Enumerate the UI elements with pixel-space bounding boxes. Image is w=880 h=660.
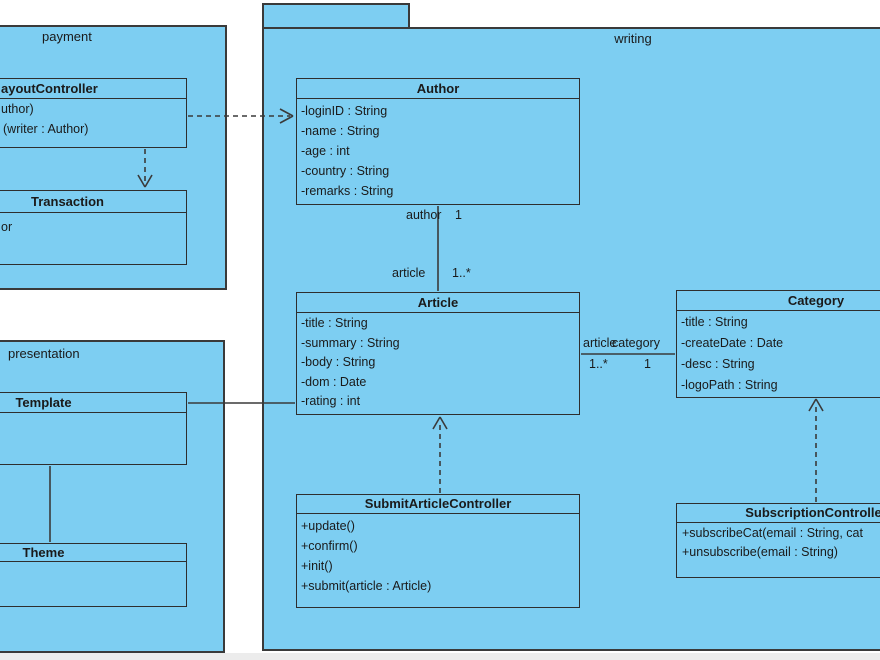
class-transaction[interactable]: Transaction or (0, 190, 187, 265)
class-payoutcontroller-member: (writer : Author) (3, 122, 89, 136)
class-category[interactable]: Category -title : String -createDate : D… (676, 290, 880, 398)
class-theme-title: Theme (0, 544, 186, 562)
class-submitarticlecontroller-title: SubmitArticleController (297, 495, 579, 514)
class-submitarticlecontroller-method: +submit(article : Article) (301, 579, 432, 593)
class-article[interactable]: Article -title : String -summary : Strin… (296, 292, 580, 415)
role-label-article-category-assoc-category: category (612, 336, 660, 350)
class-article-attribute: -rating : int (301, 394, 361, 408)
role-label-author: author (406, 208, 442, 222)
multiplicity-label-author: 1 (455, 208, 462, 222)
class-category-title: Category (677, 291, 880, 311)
class-subscriptioncontroller-title: SubscriptionController (677, 504, 880, 523)
class-author-attribute: -name : String (301, 124, 380, 138)
class-submitarticlecontroller[interactable]: SubmitArticleController +update() +confi… (296, 494, 580, 608)
class-template[interactable]: Template (0, 392, 187, 465)
package-presentation-label: presentation (8, 346, 80, 361)
role-label-article-category-assoc-article: article (583, 336, 617, 350)
class-category-attribute: -desc : String (681, 357, 755, 371)
class-payoutcontroller[interactable]: ayoutController uthor) (writer : Author) (0, 78, 187, 148)
class-category-attribute: -logoPath : String (681, 378, 778, 392)
class-category-attribute: -title : String (681, 315, 748, 329)
multiplicity-label-article: 1..* (452, 266, 471, 280)
class-submitarticlecontroller-method: +init() (301, 559, 333, 573)
package-payment-label: payment (42, 29, 92, 44)
class-theme[interactable]: Theme (0, 543, 187, 607)
class-author-attribute: -loginID : String (301, 104, 388, 118)
class-payoutcontroller-member: uthor) (1, 102, 34, 116)
class-author[interactable]: Author -loginID : String -name : String … (296, 78, 580, 205)
package-writing-tab[interactable] (262, 3, 410, 29)
class-author-attribute: -remarks : String (301, 184, 394, 198)
class-author-attribute: -age : int (301, 144, 350, 158)
class-submitarticlecontroller-method: +confirm() (301, 539, 358, 553)
class-transaction-title: Transaction (0, 191, 186, 213)
class-article-attribute: -title : String (301, 316, 368, 330)
class-submitarticlecontroller-method: +update() (301, 519, 355, 533)
package-writing-label: writing (614, 31, 652, 46)
class-transaction-member: or (1, 220, 13, 234)
class-subscriptioncontroller[interactable]: SubscriptionController +subscribeCat(ema… (676, 503, 880, 578)
role-label-article: article (392, 266, 426, 280)
class-subscriptioncontroller-method: +unsubscribe(email : String) (682, 545, 838, 559)
class-article-attribute: -dom : Date (301, 374, 367, 389)
class-template-title: Template (0, 393, 186, 413)
class-author-attribute: -country : String (301, 164, 390, 178)
multiplicity-label-article-category-assoc-article: 1..* (589, 357, 608, 371)
class-payoutcontroller-title: ayoutController (0, 79, 186, 99)
class-category-attribute: -createDate : Date (681, 336, 784, 350)
multiplicity-label-article-category-assoc-category: 1 (644, 357, 651, 371)
class-author-title: Author (297, 79, 579, 99)
class-subscriptioncontroller-method: +subscribeCat(email : String, cat (682, 526, 863, 540)
class-article-title: Article (297, 293, 579, 313)
class-article-attribute: -summary : String (301, 335, 400, 350)
class-article-attribute: -body : String (301, 355, 376, 369)
canvas-bottom-strip (0, 653, 880, 660)
